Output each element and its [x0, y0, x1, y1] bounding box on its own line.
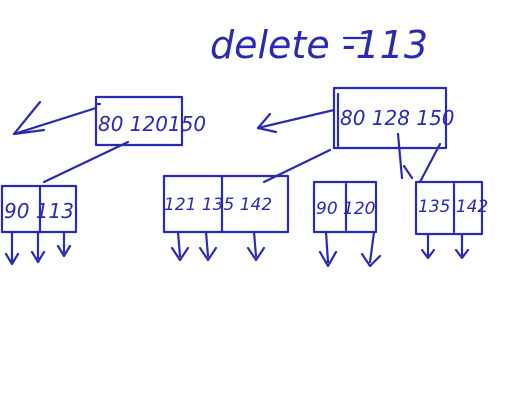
down-arrow-icon: [246, 230, 266, 262]
right-arrowhead-icon: [256, 112, 278, 134]
down-arrow-icon: [198, 230, 218, 262]
right-parent-left-pointer: [256, 108, 336, 130]
right-parent-to-leaf2-pointer: [262, 148, 332, 184]
left-parent-left-pointer: [12, 106, 98, 136]
leaf1-keys: 90 113: [4, 199, 74, 223]
leaf-node-4: 135 142: [414, 180, 488, 260]
sketch-title: delete -113: [210, 23, 428, 67]
down-arrow-icon: [56, 230, 72, 258]
leaf2-keys: 121 135 142: [164, 195, 272, 215]
down-arrow-icon: [360, 230, 382, 268]
leaf-node-3: 90 120: [312, 180, 382, 268]
leaf4-box: [414, 180, 484, 236]
down-arrow-icon: [4, 230, 20, 266]
right-parent-node: 80 128 150: [332, 86, 455, 150]
left-parent-keys: 80 120150: [98, 112, 206, 136]
down-arrow-icon: [170, 230, 190, 262]
leaf-node-2: 121 135 142: [162, 174, 290, 262]
left-parent-to-leaf1-pointer: [42, 140, 130, 184]
right-parent-to-leaf4-pointer: [396, 132, 404, 180]
down-arrow-icon: [30, 230, 46, 264]
left-arrowhead-icon: [12, 100, 46, 136]
leaf-node-1: 90 113: [0, 184, 78, 266]
down-arrow-icon: [318, 230, 338, 268]
left-parent-node: 80 120150: [94, 95, 206, 147]
down-arrow-icon: [454, 232, 470, 260]
leaf3-box: [312, 180, 378, 234]
right-parent-keys: 80 128 150: [340, 106, 455, 130]
left-parent-box: [94, 95, 184, 147]
leaf4-keys: 135 142: [418, 197, 488, 217]
leaf3-keys: 90 120: [316, 199, 375, 219]
down-arrow-icon: [420, 232, 436, 260]
right-parent-to-leaf4-arrowhead-icon: [402, 142, 442, 184]
leaf2-box: [162, 174, 290, 234]
right-parent-box: [332, 86, 448, 150]
